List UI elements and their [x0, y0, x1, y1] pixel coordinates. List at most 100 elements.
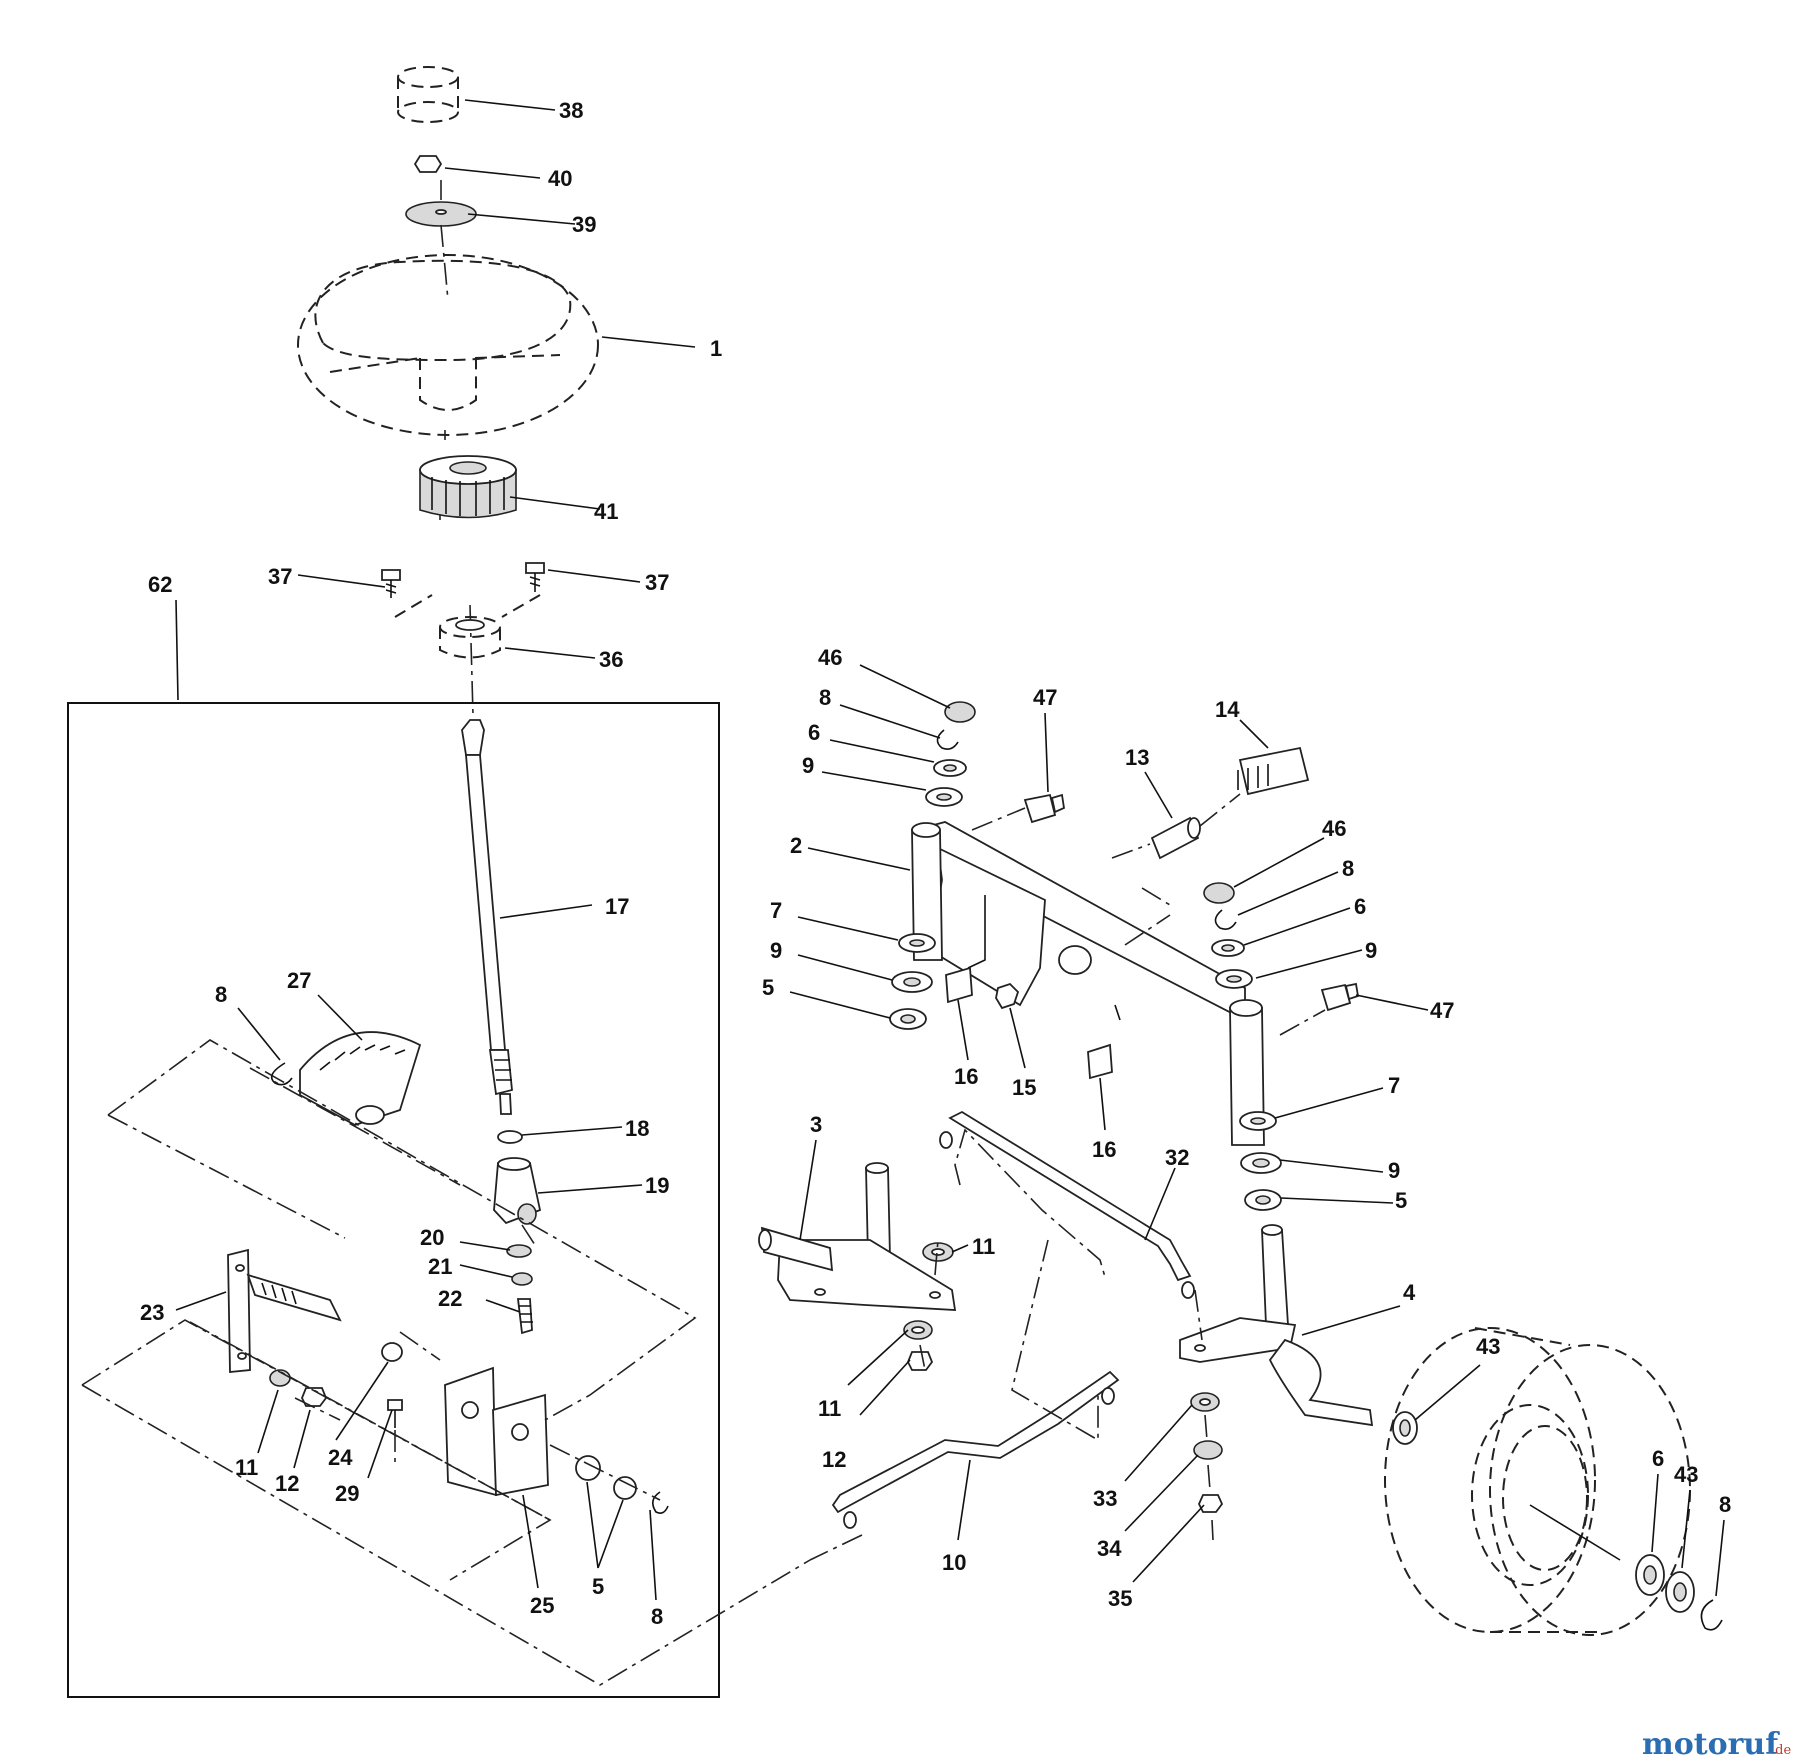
part-sector-gear	[299, 1031, 422, 1126]
callout-41: 41	[594, 499, 618, 524]
callout-8-gear: 8	[215, 982, 227, 1007]
part-lockwasher-11c	[903, 1320, 933, 1340]
part-drag-link	[831, 1370, 1120, 1529]
part-bolt-29	[387, 1399, 403, 1428]
callout-9-right-bottom: 9	[1388, 1158, 1400, 1183]
part-washer-7a	[898, 933, 936, 953]
callout-11-left: 11	[235, 1455, 258, 1480]
callout-16-left: 16	[954, 1064, 978, 1089]
part-washer-5d	[889, 1008, 927, 1030]
callout-25: 25	[530, 1593, 554, 1618]
callout-5-left: 5	[762, 975, 774, 1000]
part-washer-7b	[1239, 1111, 1277, 1131]
part-clip-8c	[936, 729, 959, 750]
part-nut-12b	[907, 1351, 934, 1371]
part-steering-wheel	[297, 254, 599, 436]
part-washer-20	[506, 1244, 532, 1258]
callout-13: 13	[1125, 745, 1149, 770]
part-washer-5a	[575, 1455, 601, 1481]
callout-14: 14	[1215, 697, 1240, 722]
part-nut-12a	[301, 1387, 328, 1407]
part-lockwasher-34	[1193, 1440, 1223, 1460]
callout-8-wheel: 8	[1719, 1492, 1731, 1517]
callout-47-right: 47	[1430, 998, 1454, 1023]
callout-9-left-top: 9	[802, 753, 814, 778]
part-nut-15	[995, 982, 1020, 1010]
callout-62: 62	[148, 572, 172, 597]
callout-37-right: 37	[645, 570, 669, 595]
callout-3: 3	[810, 1112, 822, 1137]
part-washer-43b	[1665, 1571, 1695, 1613]
callout-10: 10	[942, 1550, 966, 1575]
part-washer-6a	[933, 759, 967, 777]
callout-33: 33	[1093, 1486, 1117, 1511]
callout-8-right: 8	[1342, 856, 1354, 881]
callout-19: 19	[645, 1173, 669, 1198]
watermark-logo: motoruf .de	[1642, 1727, 1791, 1762]
callout-21: 21	[428, 1254, 452, 1279]
part-bracket-25	[444, 1366, 549, 1497]
part-steering-shaft	[461, 719, 513, 1115]
callout-9-left-mid: 9	[770, 938, 782, 963]
callout-6-right: 6	[1354, 894, 1366, 919]
part-lockwasher-11b	[922, 1242, 954, 1262]
part-tie-rod	[939, 1110, 1195, 1299]
part-clip-8d	[1214, 909, 1237, 930]
part-clip-24	[381, 1342, 403, 1362]
part-steering-cap	[397, 66, 459, 123]
part-grease-fitting-47a	[1023, 793, 1065, 824]
callout-12-bottom: 12	[822, 1447, 846, 1472]
part-steering-hub	[419, 455, 517, 519]
callout-16-right: 16	[1092, 1137, 1116, 1162]
part-washer	[405, 201, 477, 227]
part-nut	[413, 155, 443, 173]
part-spacer-13	[1150, 816, 1201, 860]
callout-43-top: 43	[1476, 1334, 1500, 1359]
callout-15: 15	[1012, 1075, 1036, 1100]
part-clip-8e	[1700, 1599, 1723, 1631]
callout-8-bracket: 8	[651, 1604, 663, 1629]
callout-38: 38	[559, 98, 583, 123]
callout-29: 29	[335, 1481, 359, 1506]
callout-22: 22	[438, 1286, 462, 1311]
part-clip-8a	[270, 1062, 293, 1086]
callout-27: 27	[287, 968, 311, 993]
callout-2: 2	[790, 833, 802, 858]
part-washer-6c	[1635, 1554, 1665, 1596]
callout-46-right: 46	[1322, 816, 1346, 841]
callout-23: 23	[140, 1300, 164, 1325]
part-pivot-bolt	[1237, 746, 1310, 796]
callout-9-right-top: 9	[1365, 938, 1377, 963]
callout-6-left: 6	[808, 720, 820, 745]
watermark-brand: motoruf	[1642, 1727, 1780, 1762]
callout-11-top: 11	[972, 1234, 995, 1259]
part-washer-43a	[1392, 1411, 1418, 1445]
callout-7-left: 7	[770, 898, 782, 923]
callout-46-left: 46	[818, 645, 842, 670]
callout-37-left: 37	[268, 564, 292, 589]
watermark-suffix: .de	[1771, 1743, 1791, 1758]
callout-32: 32	[1165, 1145, 1189, 1170]
callout-18: 18	[625, 1116, 649, 1141]
part-cap-46a	[944, 701, 976, 723]
callout-20: 20	[420, 1225, 444, 1250]
part-lockwasher-21	[511, 1272, 533, 1286]
part-cap-46b	[1203, 882, 1235, 904]
part-washer-9c	[1215, 969, 1253, 989]
part-pin-16a	[945, 966, 973, 1004]
callout-40: 40	[548, 166, 572, 191]
part-spindle-left	[758, 1162, 957, 1311]
callout-43-wheel: 43	[1674, 1462, 1698, 1487]
callout-8-left: 8	[819, 685, 831, 710]
part-washer-18	[497, 1130, 523, 1144]
callout-5-right: 5	[1395, 1188, 1407, 1213]
callout-11-bottom: 11	[818, 1396, 841, 1421]
part-pin-16b	[1087, 1043, 1113, 1080]
part-clip-8b	[652, 1491, 669, 1514]
part-nut-35	[1198, 1494, 1224, 1513]
part-washer-5e	[1244, 1189, 1282, 1211]
part-spindle-right	[1179, 1224, 1374, 1427]
callout-7-right: 7	[1388, 1073, 1400, 1098]
callout-12-left: 12	[275, 1471, 299, 1496]
